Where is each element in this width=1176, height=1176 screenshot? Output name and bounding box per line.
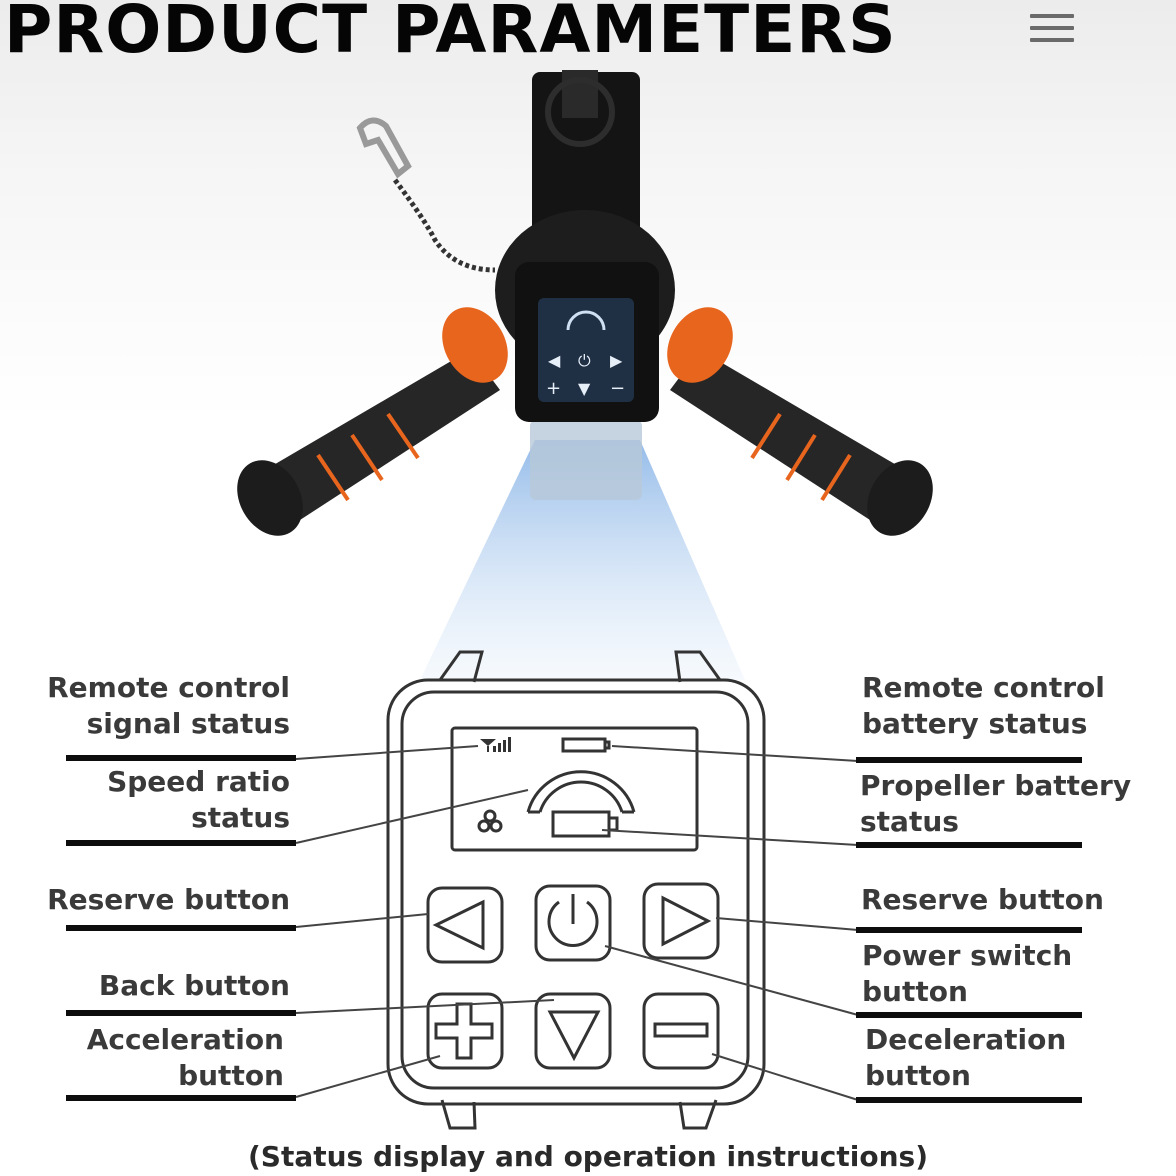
deceleration-button <box>642 992 720 1070</box>
power-switch-button <box>534 884 612 962</box>
label-back-button: Back button <box>98 969 290 1002</box>
reserve-left-button <box>426 886 504 964</box>
svg-text:▶: ▶ <box>610 351 623 370</box>
hamburger-menu-icon[interactable] <box>1030 14 1074 48</box>
remote-outer-frame <box>386 678 766 1106</box>
remote-inner-frame <box>400 690 750 1090</box>
carabiner-clip <box>356 117 496 273</box>
reserve-right-button <box>642 882 720 960</box>
label-reserve-left: Reserve button <box>47 883 290 916</box>
status-screen <box>450 726 699 852</box>
right-handle <box>667 307 933 536</box>
product-photo: ◀ ⏻ ▶ + ▼ − <box>237 70 933 680</box>
diagram-caption: (Status display and operation instructio… <box>248 1140 928 1173</box>
remote-diagram <box>66 650 1082 1130</box>
left-handle <box>237 307 508 536</box>
bottom-right-lug <box>678 1099 718 1130</box>
propeller-battery-icon <box>551 810 611 838</box>
back-button <box>534 992 612 1070</box>
remote-battery-icon <box>561 737 607 753</box>
top-left-lug <box>438 650 484 683</box>
top-right-lug <box>674 650 722 683</box>
signal-icon <box>480 737 511 752</box>
svg-text:◀: ◀ <box>548 351 561 370</box>
svg-text:⏻: ⏻ <box>578 351 591 370</box>
page-title: PRODUCT PARAMETERS <box>4 0 897 68</box>
label-reserve-right: Reserve button <box>861 883 1104 916</box>
bottom-left-lug <box>440 1099 477 1130</box>
acceleration-button <box>426 992 504 1070</box>
svg-text:▼: ▼ <box>578 379 591 398</box>
svg-text:+: + <box>546 378 561 399</box>
svg-text:−: − <box>610 378 625 399</box>
speed-ratio-arc <box>526 770 636 813</box>
propeller-icon <box>477 809 503 833</box>
